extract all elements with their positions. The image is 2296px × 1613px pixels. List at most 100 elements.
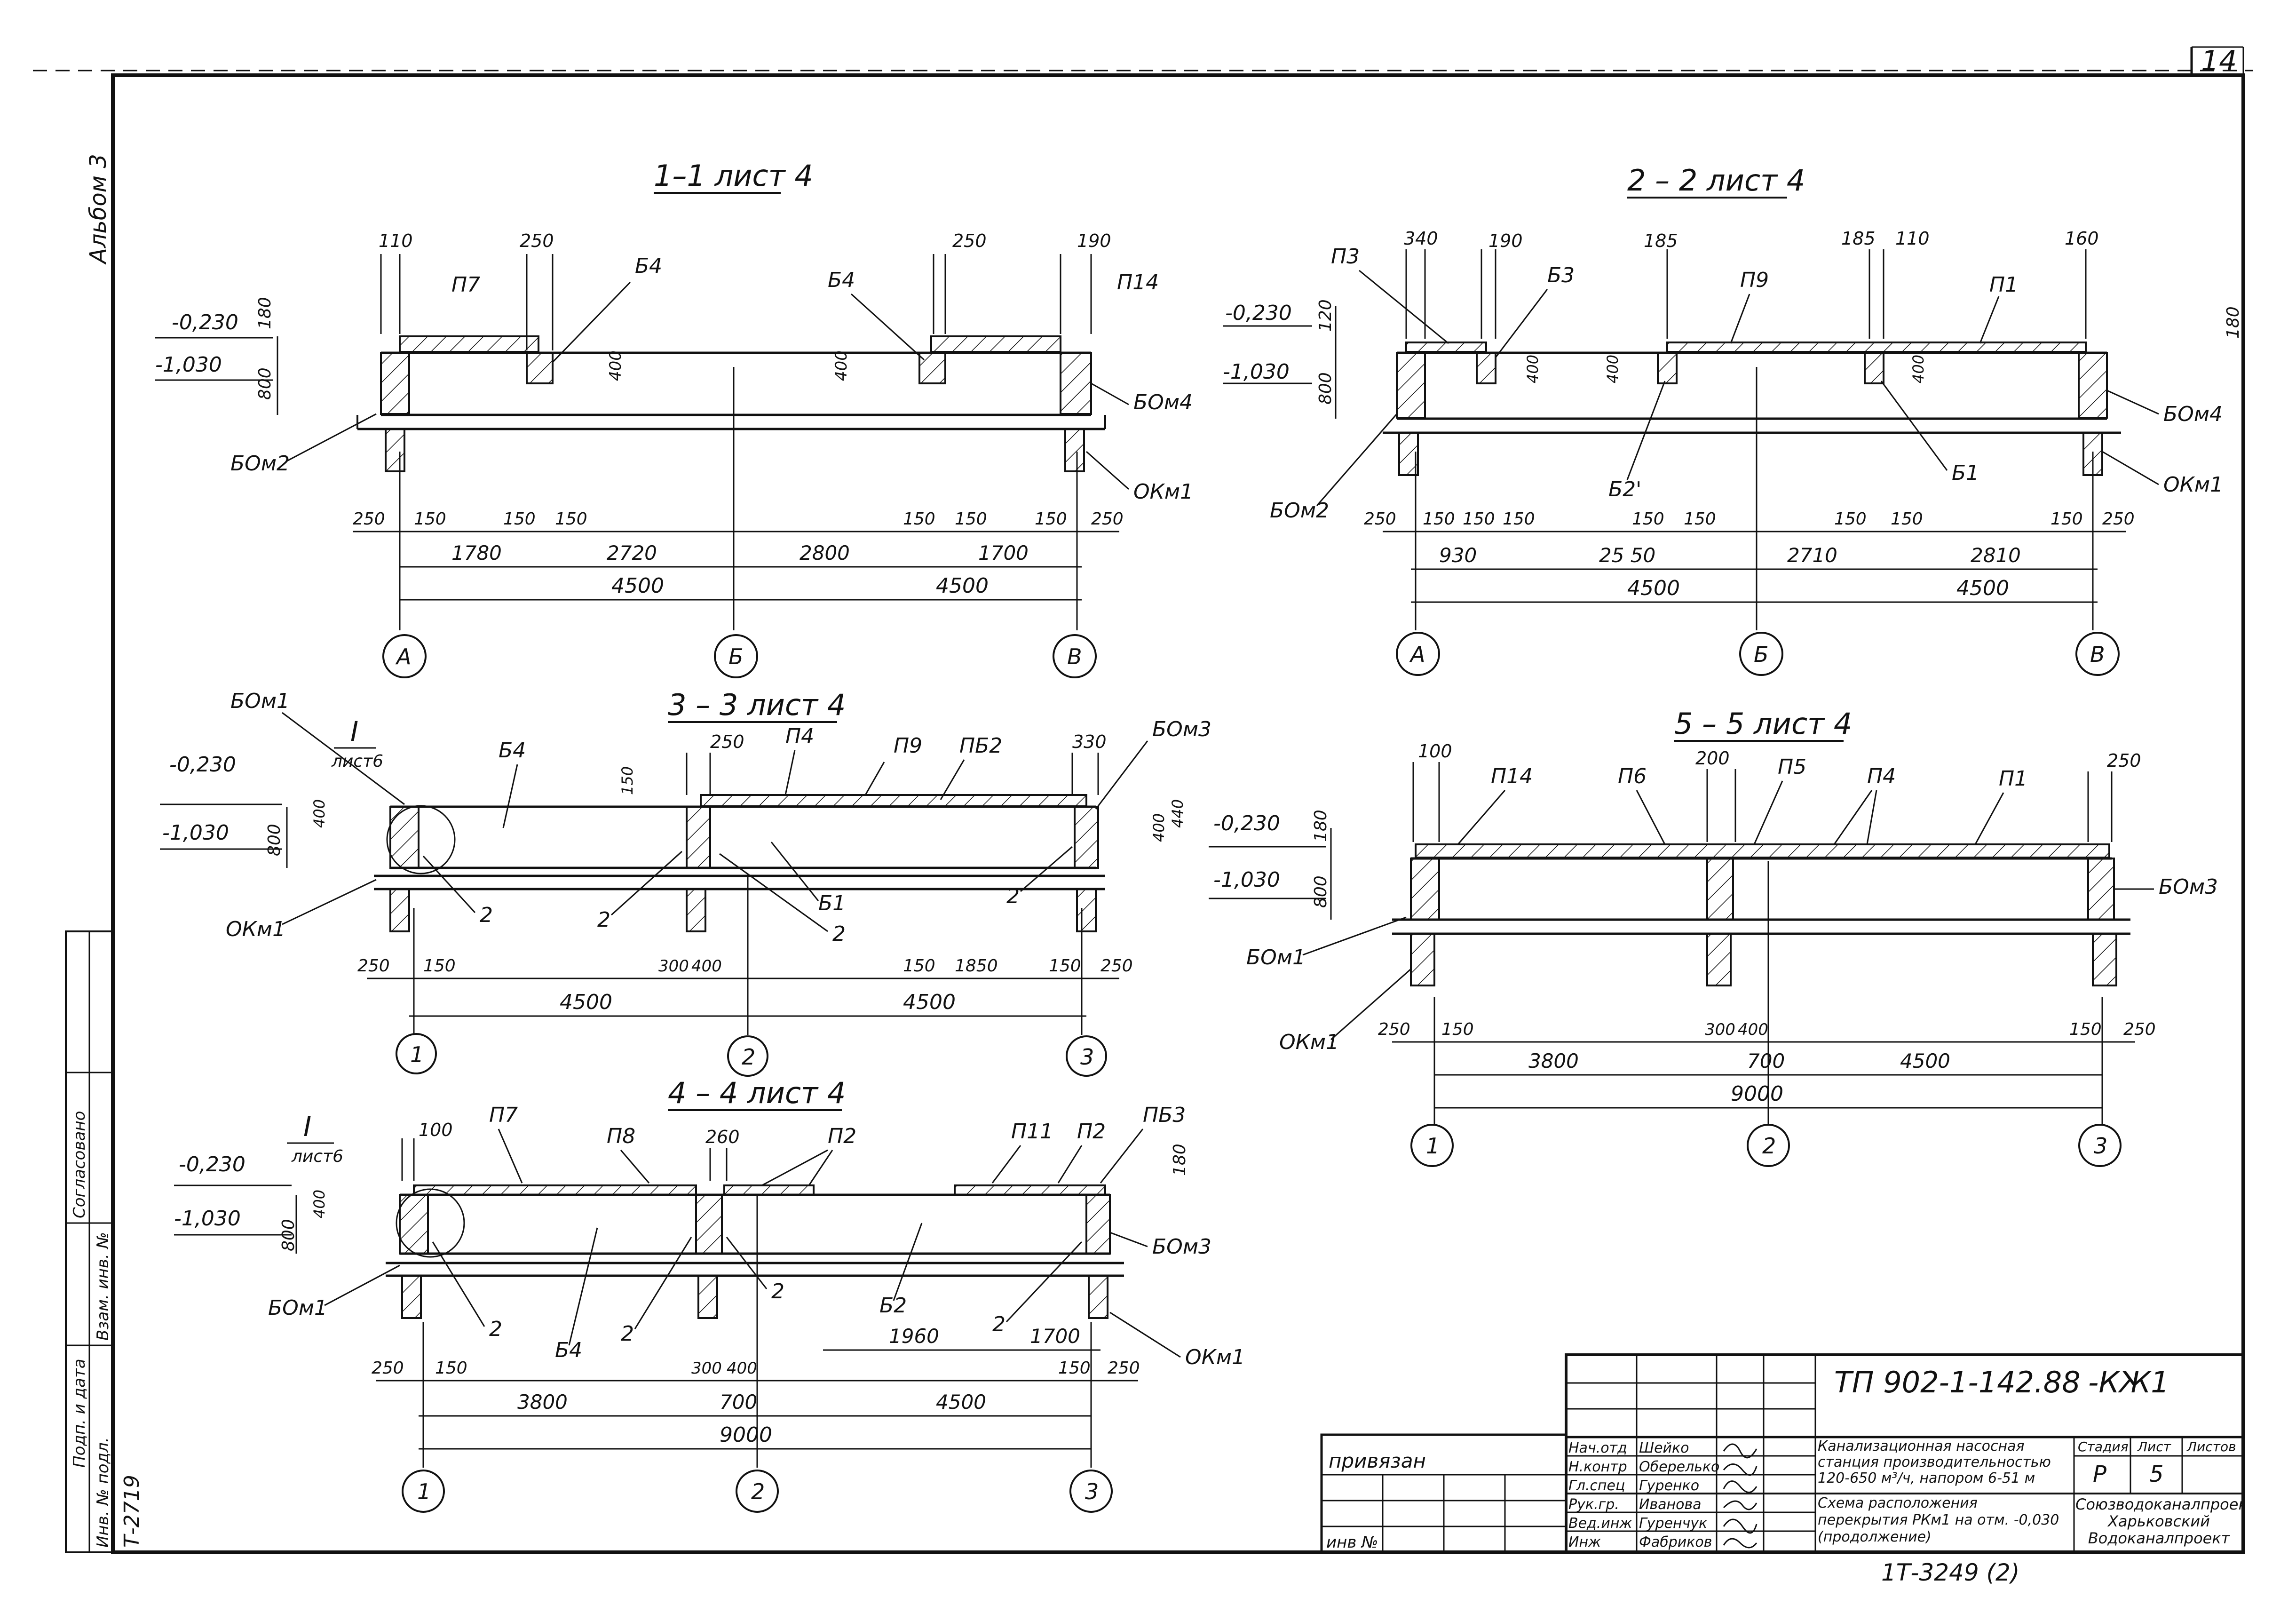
dim-bottom: 250 [1378, 1020, 1410, 1039]
album-label: Альбом 3 [85, 154, 111, 265]
dim-span: 1700 [978, 541, 1029, 564]
label-P6: П6 [1618, 764, 1647, 788]
section-4-4: 4 – 4 лист 4 I лист6 -0,230 -1,030 800 4… [174, 1076, 1245, 1513]
attached-label: привязан [1329, 1449, 1426, 1472]
slab-P7 [399, 335, 539, 353]
dim-bottom: 250 [1091, 509, 1124, 529]
dim-bottom: 300 [691, 1359, 722, 1378]
label-P4: П4 [785, 724, 814, 748]
dim-bottom: 1960 [889, 1325, 939, 1348]
slab-P14 [930, 335, 1061, 353]
dim-bottom: 150 [423, 956, 456, 976]
callout-numeral: I [350, 715, 358, 747]
label-P9: П9 [894, 734, 922, 758]
dim-h400: 400 [606, 350, 625, 381]
label-B4: Б4 [635, 254, 662, 278]
axis-bubble: В [2090, 642, 2105, 667]
page-number: 14 [2201, 45, 2237, 78]
label-P9: П9 [1740, 268, 1769, 292]
section-title: 5 – 5 лист 4 [1674, 707, 1852, 741]
side-stamp-text-1: Согласовано [70, 1111, 89, 1218]
dim-top: 250 [952, 230, 987, 251]
label-P7: П7 [489, 1103, 518, 1127]
label-P2: П2 [828, 1124, 856, 1148]
dim-h400: 400 [1909, 355, 1927, 383]
dim-bottom: 150 [1441, 1020, 1474, 1039]
dim-bottom: 250 [372, 1359, 404, 1378]
dim-top: 185 [1841, 228, 1876, 249]
attachment-block: привязан инв № [1320, 1433, 1568, 1554]
sheet-frame [33, 46, 2253, 1554]
dim-span: 2710 [1787, 544, 1837, 567]
axis-bubble: А [395, 644, 411, 669]
section-1-1: 1–1 лист 4 -0,230 -1,030 180 800 400 400… [155, 159, 1193, 678]
detail-ref: 2 [597, 908, 610, 932]
dim-overall: 4500 [1627, 576, 1680, 600]
dim-h400: 400 [1604, 355, 1622, 383]
dim-top: 160 [2065, 228, 2099, 249]
person-name: Фабриков [1639, 1534, 1712, 1550]
dim-overall: 9000 [1731, 1082, 1783, 1106]
label-P1: П1 [1999, 767, 2027, 791]
side-stamp-text-4: Инв. № подл. [94, 1437, 112, 1548]
dim-top: 340 [1404, 228, 1438, 249]
elevation-bottom: -1,030 [1213, 868, 1280, 892]
dim-top: 200 [1695, 748, 1730, 769]
section-title: 4 – 4 лист 4 [668, 1076, 846, 1110]
label-P11: П11 [1011, 1120, 1053, 1144]
dim-bottom: 150 [1684, 509, 1716, 529]
axis-bubble: 2 [751, 1479, 765, 1504]
label-P14: П14 [1117, 270, 1159, 294]
label-BOm3: БОм3 [1152, 1235, 1211, 1259]
col-stage: Стадия [2078, 1439, 2128, 1454]
dim-bottom: 150 [1049, 956, 1081, 976]
dim-top: 330 [1072, 731, 1107, 752]
dim-h400: 400 [832, 350, 851, 381]
dim-bottom: 1700 [1030, 1325, 1080, 1348]
role: Рук.гр. [1568, 1496, 1619, 1513]
dim-overall: 4500 [611, 574, 664, 598]
role: Нач.отд [1568, 1440, 1627, 1456]
dim-bottom: 150 [414, 509, 446, 529]
dim-h400: 400 [310, 799, 328, 828]
label-BOm4: БОм4 [1133, 390, 1193, 414]
dim-bottom: 400 [1738, 1020, 1768, 1039]
sheet-value: 5 [2149, 1461, 2164, 1487]
elevation-top: -0,230 [1225, 301, 1292, 325]
dim-top: 250 [520, 230, 554, 251]
dim-top: 190 [1077, 230, 1111, 251]
dim-span: 1780 [451, 541, 502, 564]
signature-6 [1723, 1538, 1758, 1549]
dim-bottom: 150 [1035, 509, 1067, 529]
person-name: Иванова [1639, 1496, 1702, 1513]
elevation-top: -0,230 [169, 753, 236, 777]
label-BOm2: БОм2 [230, 452, 290, 476]
dim-h800: 800 [255, 367, 275, 400]
label-P8: П8 [607, 1124, 635, 1148]
dim-bottom: 400 [691, 957, 722, 976]
side-stamp: Согласовано Взам. инв. № Подп. и дата Ин… [65, 930, 144, 1553]
role: Вед.инж [1568, 1515, 1632, 1532]
side-stamp-text-2: Взам. инв. № [94, 1232, 112, 1341]
dim-span: 25 50 [1599, 544, 1655, 567]
dim-top: 250 [710, 731, 744, 752]
dim-h180: 180 [1170, 1144, 1189, 1176]
dim-top: 110 [1895, 228, 1930, 249]
dim-bottom: 250 [353, 509, 385, 529]
label-OKm1: ОКм1 [226, 917, 285, 941]
label-OKm1: ОКм1 [1133, 480, 1193, 504]
axis-bubble: 3 [2094, 1133, 2107, 1159]
dim-overall: 4500 [936, 574, 989, 598]
dim-overall: 9000 [720, 1423, 772, 1447]
dim-h400: 400 [310, 1190, 328, 1218]
drawing-title: Схема расположения перекрытия РКм1 на от… [1818, 1495, 2059, 1545]
dim-top: 100 [419, 1120, 453, 1140]
detail-ref: 2 [480, 903, 493, 927]
dim-bottom: 150 [903, 956, 935, 976]
elevation-bottom: -1,030 [1223, 360, 1290, 384]
label-BOm3: БОм3 [1152, 717, 1211, 741]
dim-h800: 800 [1316, 372, 1335, 405]
section-title: 1–1 лист 4 [654, 159, 813, 193]
dim-h800: 800 [265, 824, 284, 856]
dim-h440: 440 [1169, 799, 1187, 828]
